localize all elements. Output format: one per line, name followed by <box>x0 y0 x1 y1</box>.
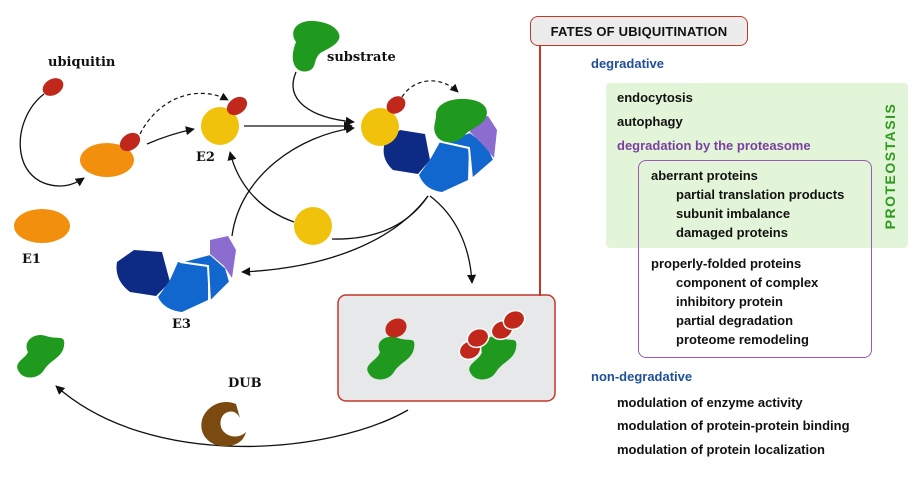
dub-enzyme <box>201 401 246 447</box>
aberrant-item-2: subunit imbalance <box>676 206 791 221</box>
proteostasis-box <box>606 83 908 248</box>
folded-item-3: partial degradation <box>676 313 794 328</box>
fates-title: FATES OF UBIQUITINATION <box>530 16 748 46</box>
aberrant-item-1: partial translation products <box>676 187 845 202</box>
substrate-label: substrate <box>327 50 396 65</box>
e1-label: E1 <box>22 252 41 267</box>
e1-enzyme <box>14 209 70 243</box>
arrow-dub-recycle <box>55 385 409 448</box>
arrow-e1-to-e2 <box>146 126 195 145</box>
substrate-protein <box>292 20 340 72</box>
folded-item-4: proteome remodeling <box>676 332 809 347</box>
mono-ubiquitin <box>385 318 407 338</box>
connector-line <box>539 46 541 296</box>
arrow-e3-to-complex <box>231 124 355 237</box>
poly-ubiquitin-4 <box>502 309 526 331</box>
arrow-ubiquitin-to-e1 <box>19 93 85 187</box>
e3-purple-domain <box>210 236 236 278</box>
complex-ubiquitin <box>386 96 406 114</box>
nondegradative-heading: non-degradative <box>591 369 693 384</box>
degradative-heading: degradative <box>591 56 664 71</box>
folded-item-2: inhibitory protein <box>676 294 783 309</box>
proteasome-heading: degradation by the proteasome <box>617 138 811 153</box>
nondegradative-item-2: modulation of protein-protein binding <box>617 418 850 433</box>
free-e2 <box>294 207 332 245</box>
e2-enzyme <box>201 107 239 145</box>
complex-e3-mid-domain <box>419 142 469 192</box>
poly-ubiquitin-2 <box>466 327 490 349</box>
arrow-complex-to-free-e3 <box>241 195 429 277</box>
nondegradative-item-1: modulation of enzyme activity <box>617 395 803 410</box>
arrow-complex-to-products <box>429 195 477 284</box>
free-substrate <box>17 334 65 378</box>
arrow-complex-to-free-e2 <box>331 195 429 240</box>
arrow-substrate-to-complex <box>292 71 355 126</box>
complex-e3-purple-domain <box>470 116 497 158</box>
e2-label: E2 <box>196 150 215 165</box>
e3-label: E3 <box>172 317 191 332</box>
folded-heading: properly-folded proteins <box>651 256 802 271</box>
products-box <box>337 294 556 402</box>
autophagy-item: autophagy <box>617 114 683 129</box>
proteostasis-label: PROTEOSTASIS <box>882 102 898 230</box>
e3-dark-domain <box>116 250 170 296</box>
e1-charged <box>80 143 134 177</box>
e3-mid-domain <box>158 262 208 312</box>
folded-item-1: component of complex <box>676 275 819 290</box>
dub-label: DUB <box>228 376 262 391</box>
arrow-ubiquitin-transfer-e1-e2 <box>139 92 229 135</box>
e1-ubiquitin <box>119 132 141 152</box>
arrow-free-e2-to-e2 <box>227 151 295 223</box>
proteasome-box <box>638 160 872 358</box>
aberrant-item-3: damaged proteins <box>676 225 788 240</box>
complex-e3-dark-domain <box>383 130 430 174</box>
aberrant-heading: aberrant proteins <box>651 168 758 183</box>
free-ubiquitin <box>42 78 64 96</box>
ubiquitin-label: ubiquitin <box>48 55 116 70</box>
e2-ubiquitin <box>226 96 248 116</box>
nondegradative-item-3: modulation of protein localization <box>617 442 825 457</box>
complex-substrate <box>434 98 487 143</box>
complex-e2 <box>361 108 399 146</box>
arrow-ubiquitin-transfer-e2-substrate <box>401 80 459 98</box>
mono-ubiquitinated-substrate <box>367 336 415 380</box>
endocytosis-item: endocytosis <box>617 90 693 105</box>
